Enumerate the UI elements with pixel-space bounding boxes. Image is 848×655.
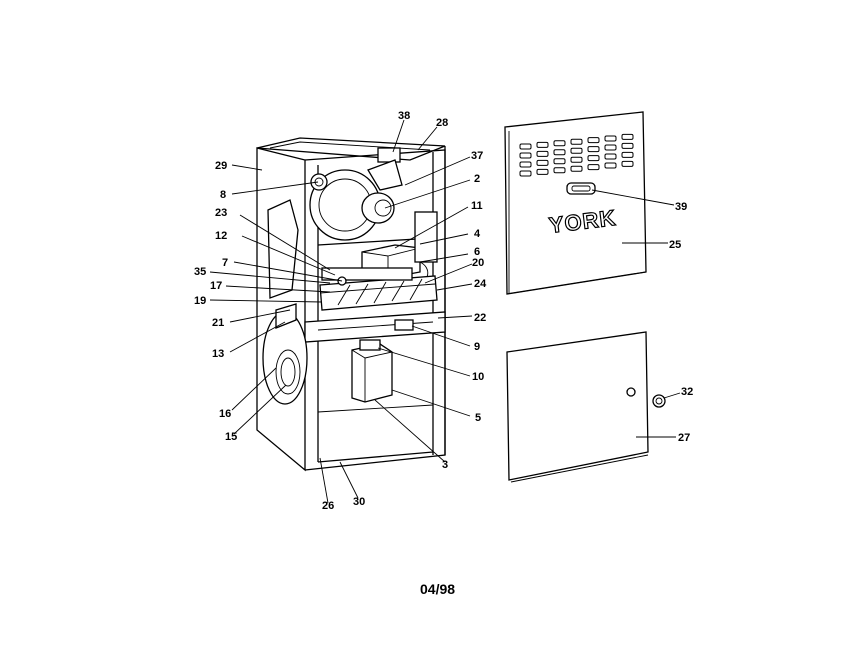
part-label: 4: [474, 228, 481, 240]
part-label: 8: [220, 189, 226, 201]
louver-slot: [587, 164, 600, 171]
louver-slot: [587, 137, 600, 144]
part-label: 9: [474, 341, 480, 353]
part-label: 22: [474, 312, 486, 324]
part-label: 12: [215, 230, 227, 242]
louver-slot: [604, 153, 617, 160]
date-code: 04/98: [420, 581, 455, 597]
part-label: 39: [675, 201, 687, 213]
louver-slot: [536, 168, 549, 175]
louver-slot: [536, 141, 549, 148]
louver-slot: [570, 138, 583, 145]
part-label: 25: [669, 239, 681, 251]
louver-slot: [587, 155, 600, 162]
part-label: 3: [442, 459, 448, 471]
part-label: 28: [436, 117, 448, 129]
louver-slot: [621, 133, 634, 140]
part-label: 6: [474, 246, 480, 258]
louver-slot: [570, 156, 583, 163]
part-label: 26: [322, 500, 334, 512]
part-label: 24: [474, 278, 487, 290]
part-label: 35: [194, 266, 206, 278]
louver-slot: [553, 140, 566, 147]
louver-slot: [519, 152, 532, 159]
inducer-blower: [309, 147, 403, 241]
louver-slot: [570, 165, 583, 172]
louver-slot: [570, 147, 583, 154]
louver-slot: [621, 151, 634, 158]
burner-assembly: [319, 267, 438, 311]
louver-slot: [621, 142, 634, 149]
part-label: 20: [472, 257, 484, 269]
louver-slot: [604, 144, 617, 151]
part-label: 30: [353, 496, 365, 508]
louver-slot: [519, 143, 532, 150]
part-label: 27: [678, 432, 690, 444]
lower-door-panel: [506, 331, 666, 483]
louver-slot: [621, 160, 634, 167]
part-label: 21: [212, 317, 224, 329]
part-label: 38: [398, 110, 410, 122]
part-label: 15: [225, 431, 237, 443]
louver-slot: [587, 146, 600, 153]
louver-slot: [604, 162, 617, 169]
louver-slot: [604, 135, 617, 142]
part-label: 2: [474, 173, 480, 185]
part-label: 5: [475, 412, 481, 424]
louver-slot: [553, 167, 566, 174]
upper-door-panel: YORK: [504, 111, 647, 295]
louver-slot: [553, 158, 566, 165]
part-label: 29: [215, 160, 227, 172]
part-label: 17: [210, 280, 222, 292]
side-blower-housing: [262, 199, 308, 405]
part-label: 7: [222, 257, 228, 269]
part-label: 37: [471, 150, 483, 162]
part-label: 16: [219, 408, 231, 420]
part-label: 13: [212, 348, 224, 360]
part-label: 32: [681, 386, 693, 398]
louver-slot: [519, 161, 532, 168]
louver-slot: [553, 149, 566, 156]
part-labels: 38 28 29 37 8 2 23 11 12 4 6 7 20 35 17 …: [194, 110, 693, 512]
part-label: 23: [215, 207, 227, 219]
louver-slot: [519, 170, 532, 177]
part-label: 11: [471, 200, 483, 212]
part-label: 19: [194, 295, 206, 307]
leader-lines: [209, 119, 681, 504]
control-box: [351, 319, 414, 403]
louver-slot: [536, 150, 549, 157]
part-label: 10: [472, 371, 484, 383]
louver-slot: [536, 159, 549, 166]
